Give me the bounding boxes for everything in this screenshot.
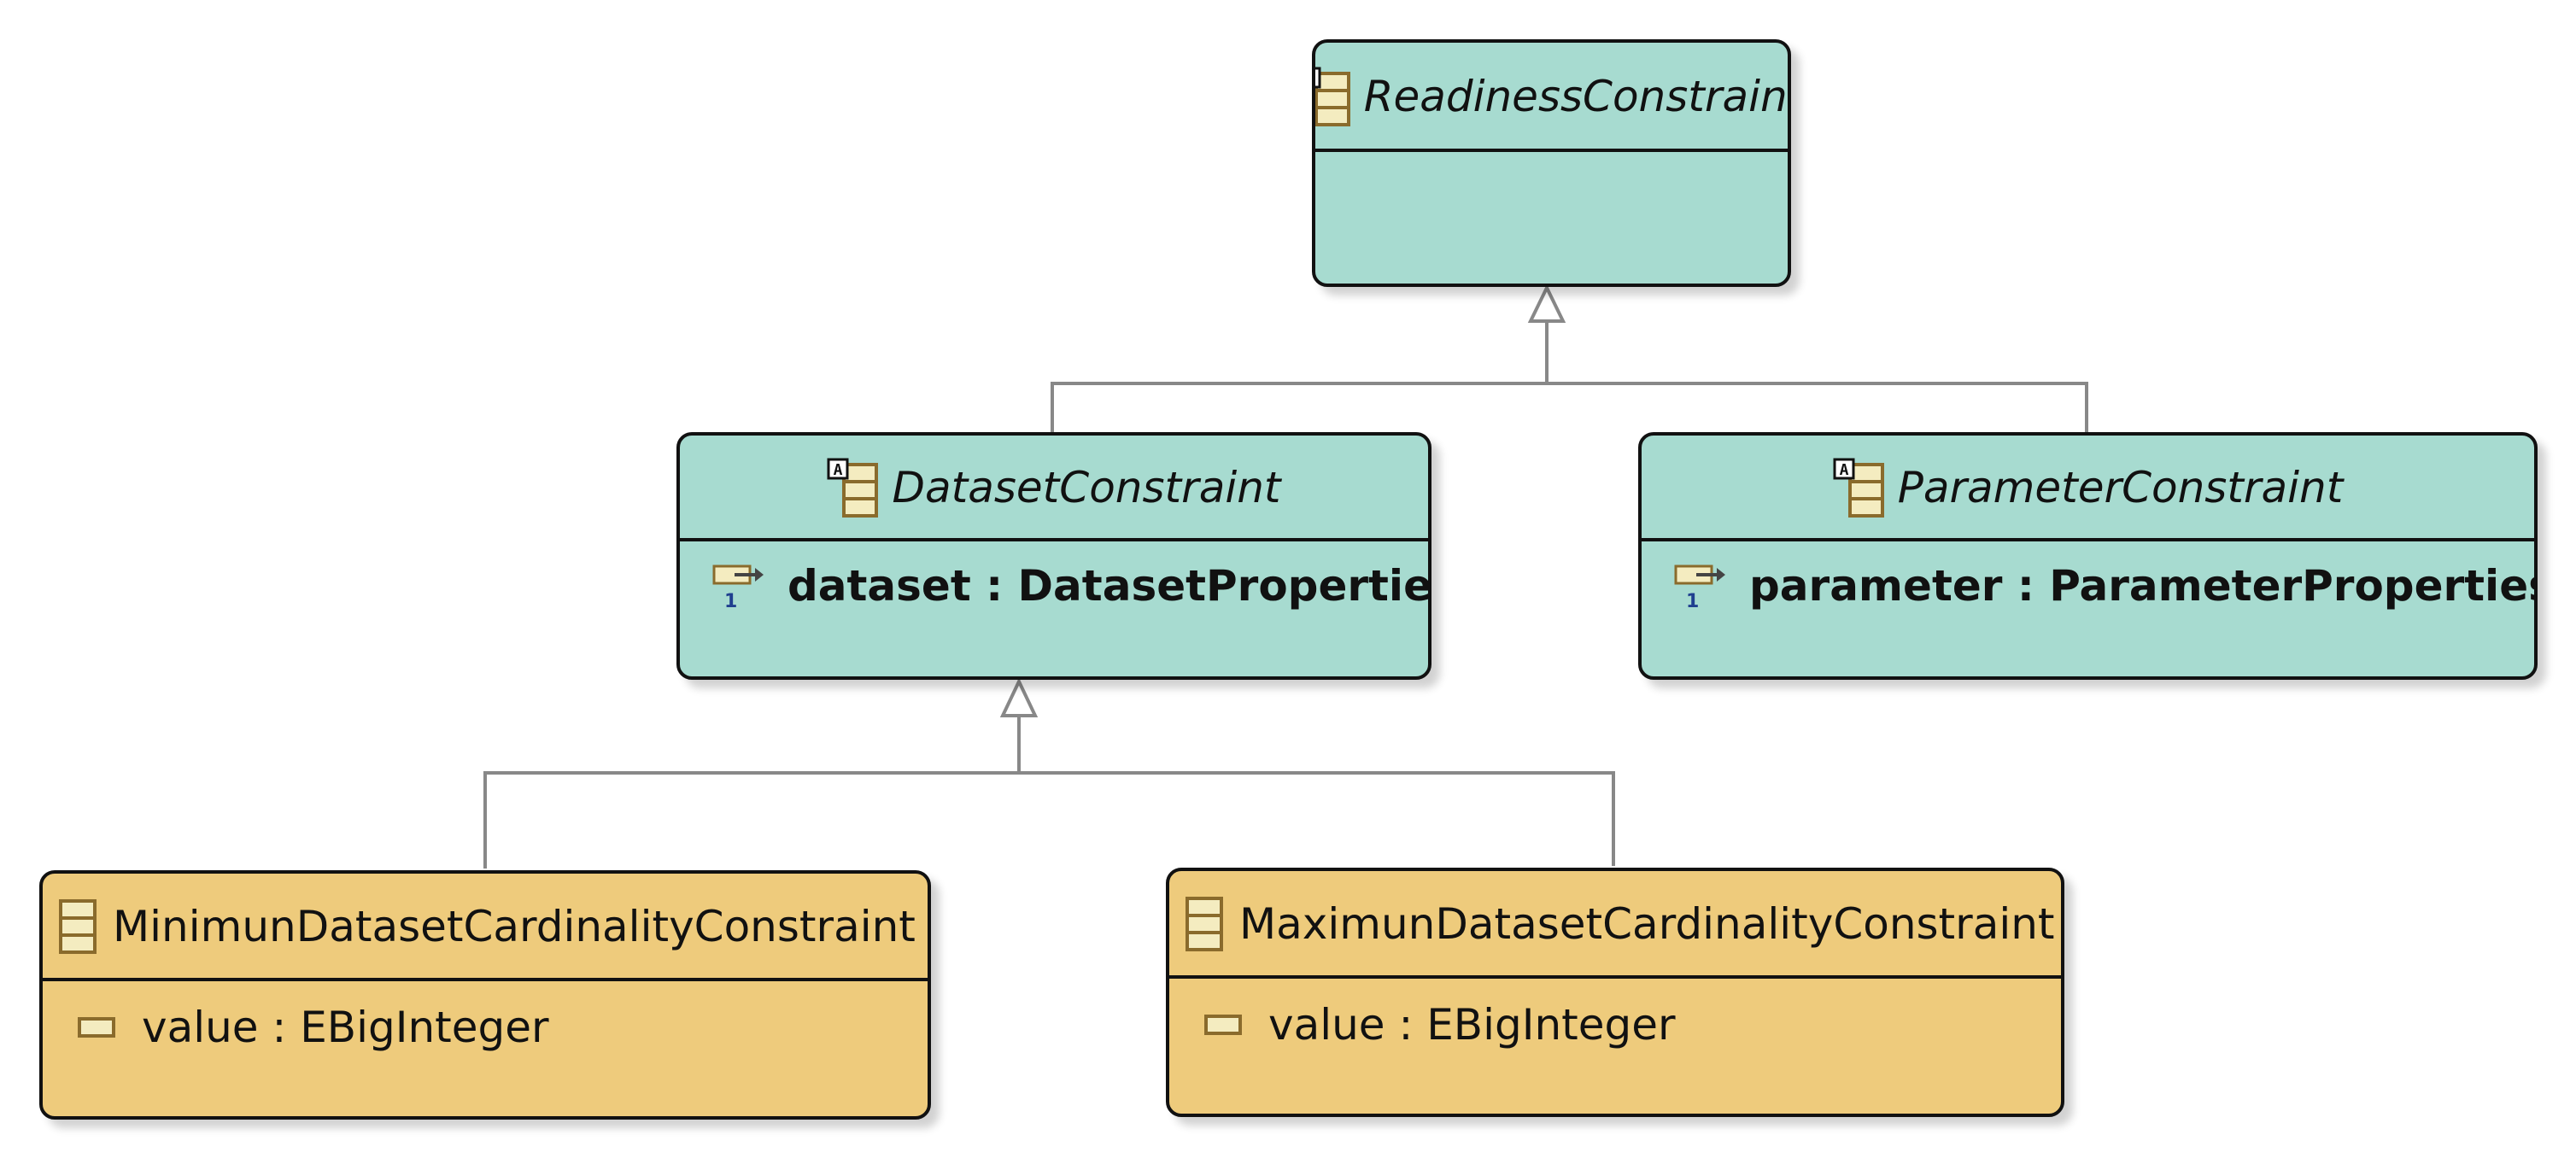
- inheritance-arrowhead-readiness: [1527, 284, 1566, 323]
- class-name: ReadinessConstraint: [1363, 72, 1791, 121]
- compartment-divider: [43, 978, 928, 981]
- abstract-eclass-icon: A: [1312, 67, 1350, 126]
- compartment-divider: [1169, 975, 2061, 979]
- class-header: MaximunDatasetCardinalityConstraint: [1169, 871, 2061, 977]
- class-header: A ReadinessConstraint: [1315, 43, 1788, 150]
- svg-text:A: A: [1312, 70, 1314, 88]
- eclass-icon: [59, 899, 97, 954]
- abstract-eclass-icon: A: [827, 458, 879, 518]
- svg-text:A: A: [1839, 461, 1848, 479]
- compartment-divider: [680, 538, 1428, 541]
- class-dataset-constraint[interactable]: A DatasetConstraint 1 dataset : DatasetP…: [676, 432, 1431, 680]
- class-header: A DatasetConstraint: [680, 436, 1428, 540]
- attribute-label: value : EBigInteger: [1268, 1000, 1676, 1050]
- containment-reference-icon: 1: [712, 564, 764, 611]
- compartment-divider: [1642, 538, 2534, 541]
- abstract-eclass-icon: A: [1833, 458, 1884, 518]
- generalization-minimun-to-dataset: [483, 716, 1021, 869]
- attribute-label: dataset : DatasetProperties: [787, 561, 1431, 611]
- svg-text:1: 1: [1686, 591, 1699, 611]
- generalization-dataset-to-readiness: [1051, 321, 1549, 434]
- class-header: MinimunDatasetCardinalityConstraint: [43, 874, 928, 980]
- class-name: ParameterConstraint: [1897, 463, 2344, 512]
- generalization-maximun-to-dataset: [1019, 771, 1615, 866]
- class-name: MaximunDatasetCardinalityConstraint: [1239, 899, 2055, 949]
- svg-text:1: 1: [724, 591, 737, 611]
- class-name: DatasetConstraint: [892, 463, 1281, 512]
- attribute-row[interactable]: 1 dataset : DatasetProperties: [680, 552, 1428, 620]
- class-maximun-dataset-cardinality-constraint[interactable]: MaximunDatasetCardinalityConstraint valu…: [1166, 868, 2064, 1117]
- eclass-icon: [1186, 897, 1223, 951]
- class-minimun-dataset-cardinality-constraint[interactable]: MinimunDatasetCardinalityConstraint valu…: [39, 870, 931, 1120]
- class-header: A ParameterConstraint: [1642, 436, 2534, 540]
- eattribute-icon: [1204, 1015, 1242, 1035]
- inheritance-arrowhead-dataset: [999, 677, 1039, 717]
- attribute-row[interactable]: value : EBigInteger: [1169, 989, 2061, 1061]
- attribute-label: parameter : ParameterProperties: [1749, 561, 2538, 611]
- class-name: MinimunDatasetCardinalityConstraint: [113, 902, 916, 951]
- containment-reference-icon: 1: [1674, 564, 1725, 611]
- svg-text:A: A: [834, 461, 843, 479]
- attribute-row[interactable]: 1 parameter : ParameterProperties: [1642, 552, 2534, 620]
- attribute-label: value : EBigInteger: [142, 1003, 549, 1052]
- class-readiness-constraint[interactable]: A ReadinessConstraint: [1312, 39, 1791, 287]
- generalization-parameter-to-readiness: [1547, 382, 2088, 434]
- eattribute-icon: [78, 1017, 115, 1038]
- attribute-row[interactable]: value : EBigInteger: [43, 991, 928, 1063]
- class-parameter-constraint[interactable]: A ParameterConstraint 1 parameter : Para…: [1638, 432, 2538, 680]
- compartment-divider: [1315, 149, 1788, 152]
